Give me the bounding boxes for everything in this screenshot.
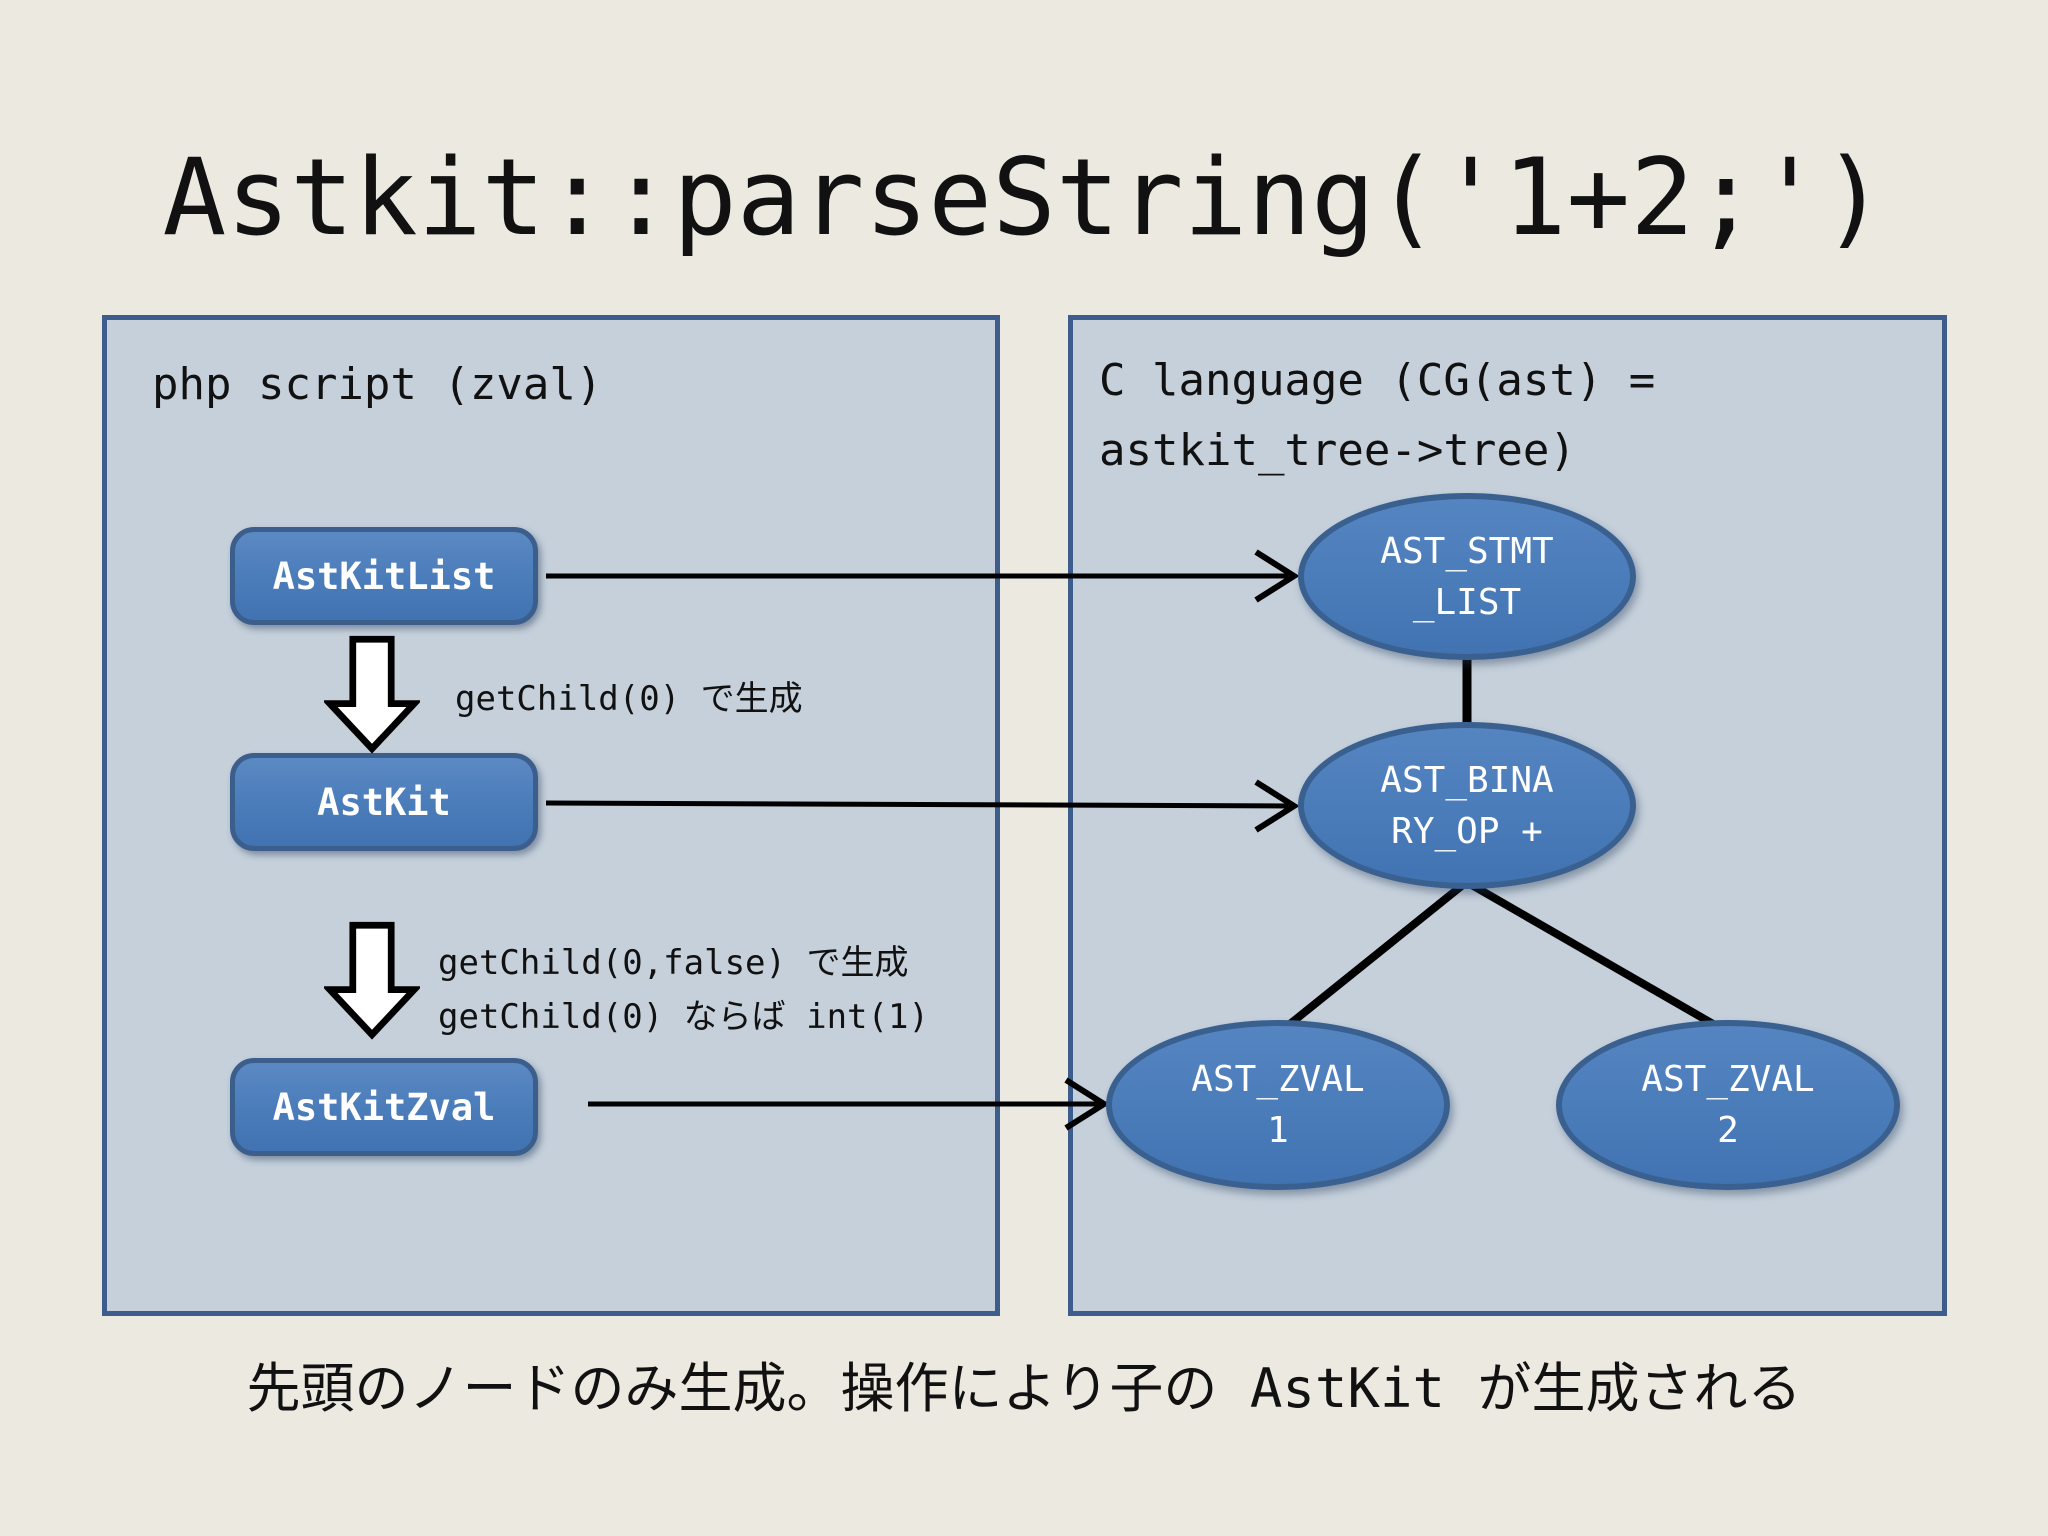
getchild-label-2-line1: getChild(0,false) で生成 bbox=[438, 943, 909, 983]
astkitzval-box: AstKitZval bbox=[230, 1058, 538, 1156]
getchild-label-1: getChild(0) で生成 bbox=[455, 679, 803, 719]
ast-stmt-list-node: AST_STMT _LIST bbox=[1298, 493, 1636, 660]
down-block-arrow-icon bbox=[324, 921, 420, 1040]
ast-zval-1-node: AST_ZVAL 1 bbox=[1106, 1020, 1450, 1190]
ast-binary-op-line1: AST_BINA bbox=[1380, 759, 1554, 801]
ast-zval-2-line1: AST_ZVAL bbox=[1641, 1059, 1815, 1100]
ast-zval-2-node: AST_ZVAL 2 bbox=[1556, 1020, 1900, 1190]
ast-zval-1-line2: 1 bbox=[1267, 1110, 1289, 1151]
getchild-label-2: getChild(0,false) で生成 getChild(0) ならば in… bbox=[438, 936, 929, 1044]
astkit-box: AstKit bbox=[230, 753, 538, 851]
astkitlist-box: AstKitList bbox=[230, 527, 538, 625]
slide-title: Astkit::parseString('1+2;') bbox=[162, 136, 1886, 259]
ast-binary-op-node: AST_BINA RY_OP + bbox=[1298, 722, 1636, 889]
ast-stmt-list-line2: _LIST bbox=[1412, 581, 1522, 623]
ast-stmt-list-line1: AST_STMT bbox=[1380, 530, 1554, 572]
ast-zval-2-line2: 2 bbox=[1717, 1110, 1739, 1151]
c-panel-header: C language (CG(ast) = astkit_tree->tree) bbox=[1099, 346, 1655, 486]
php-panel-header: php script (zval) bbox=[152, 359, 603, 410]
c-panel-header-line2: astkit_tree->tree) bbox=[1099, 425, 1576, 476]
ast-binary-op-line2: RY_OP + bbox=[1391, 810, 1543, 852]
c-panel-header-line1: C language (CG(ast) = bbox=[1099, 355, 1656, 406]
bottom-caption: 先頭のノードのみ生成。操作により子の AstKit が生成される bbox=[246, 1357, 1802, 1420]
ast-zval-1-line1: AST_ZVAL bbox=[1191, 1059, 1365, 1100]
getchild-label-2-line2: getChild(0) ならば int(1) bbox=[438, 997, 929, 1037]
down-block-arrow-icon bbox=[324, 635, 420, 754]
